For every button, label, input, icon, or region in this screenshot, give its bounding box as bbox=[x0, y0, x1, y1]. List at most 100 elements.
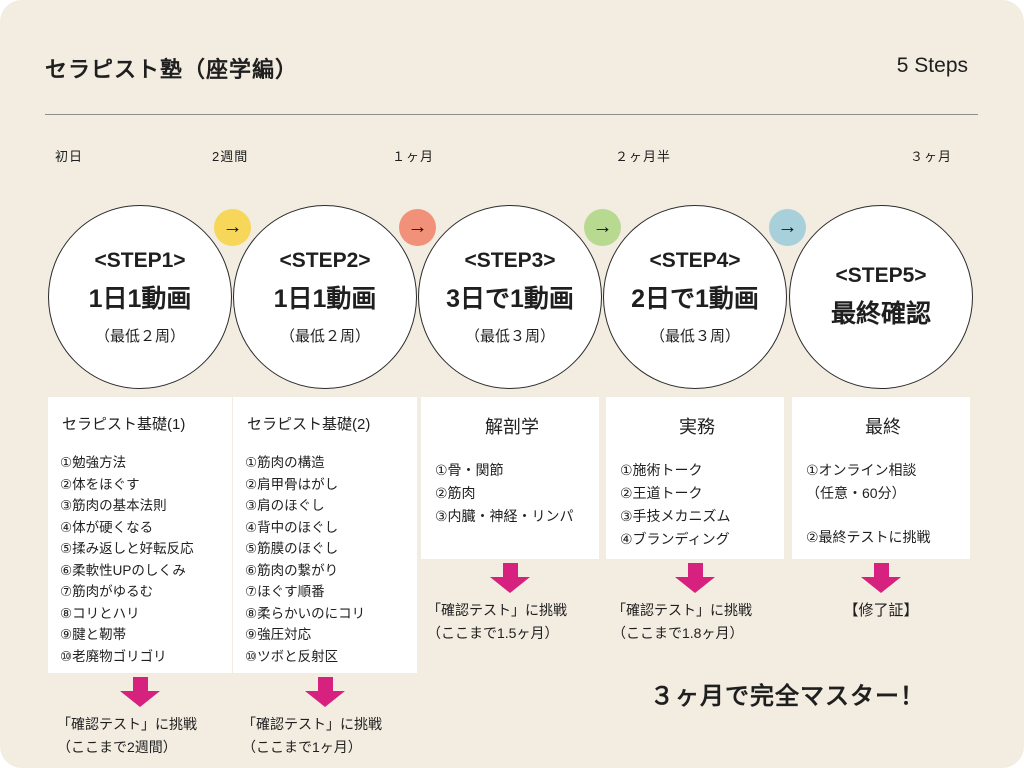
list-item: ①筋肉の構造 bbox=[245, 455, 325, 470]
list-item bbox=[806, 505, 960, 526]
step-note: （最低２周） bbox=[94, 327, 185, 345]
footer-message: ３ヶ月で完全マスター！ bbox=[650, 683, 925, 710]
arrow-glyph: → bbox=[592, 216, 613, 238]
challenge-line: （ここまで1ヶ月） bbox=[242, 739, 362, 755]
box-item-list: ①骨・関節 ②筋肉 ③内臓・神経・リンパ bbox=[433, 459, 589, 528]
steps-count-label: 5 Steps bbox=[896, 54, 968, 77]
step-column-3: <STEP3> 3日で1動画 （最低３周） 解剖学 ①骨・関節 ②筋肉 ③内臓・神経… bbox=[417, 205, 603, 645]
list-item: ②筋肉 bbox=[435, 485, 476, 501]
challenge-text: 「確認テスト」に挑戦 （ここまで1.5ヶ月） bbox=[417, 599, 603, 645]
list-item: ①オンライン相談 bbox=[806, 462, 917, 478]
arrow-glyph: → bbox=[222, 216, 243, 238]
step1-circle: <STEP1> 1日1動画 （最低２周） bbox=[48, 205, 232, 389]
timeline-label-day1: 初日 bbox=[55, 149, 84, 164]
list-item: ⑤揉み返しと好転反応 bbox=[60, 541, 194, 556]
list-item: ③筋肉の基本法則 bbox=[60, 498, 167, 513]
down-arrow-icon bbox=[861, 563, 901, 593]
arrow-right-icon: → bbox=[769, 209, 806, 246]
list-item: ⑦ほぐす順番 bbox=[245, 584, 325, 599]
list-item: ⑧柔らかいのにコリ bbox=[245, 605, 366, 621]
box-title: セラピスト基礎(2) bbox=[247, 416, 371, 433]
box-title: 実務 bbox=[679, 417, 715, 437]
down-arrow-icon bbox=[305, 677, 345, 707]
down-arrow-icon bbox=[120, 677, 160, 707]
down-arrow-icon bbox=[675, 563, 715, 593]
timeline-label-2weeks: 2週間 bbox=[212, 149, 249, 164]
list-item: ①施術トーク bbox=[620, 462, 703, 478]
box-title: セラピスト基礎(1) bbox=[62, 416, 186, 433]
step3-content-box: 解剖学 ①骨・関節 ②筋肉 ③内臓・神経・リンパ bbox=[421, 397, 599, 559]
challenge-text: 「確認テスト」に挑戦 （ここまで1.8ヶ月） bbox=[602, 599, 788, 645]
timeline-label-1month: １ヶ月 bbox=[392, 149, 435, 164]
list-item: ①勉強方法 bbox=[60, 455, 127, 470]
list-item: ⑥筋肉の繋がり bbox=[245, 562, 339, 578]
challenge-line: 【修了証】 bbox=[843, 602, 919, 619]
down-arrow-icon bbox=[490, 563, 530, 593]
step1-content-box: セラピスト基礎(1) ①勉強方法 ②体をほぐす ③筋肉の基本法則 ④体が硬くなる ⑤揉み… bbox=[48, 397, 232, 673]
list-item: （任意・60分） bbox=[806, 485, 906, 501]
step-title: 1日1動画 bbox=[88, 284, 192, 313]
step3-circle: <STEP3> 3日で1動画 （最低３周） bbox=[418, 205, 602, 389]
list-item: ⑨腱と靭帯 bbox=[60, 627, 127, 642]
list-item: ②最終テストに挑戦 bbox=[806, 529, 931, 545]
step-title: 最終確認 bbox=[830, 300, 931, 328]
list-item: ⑥柔軟性UPのしくみ bbox=[60, 562, 186, 578]
list-item: ⑩老廃物ゴリゴリ bbox=[60, 648, 167, 664]
list-item: ③手技メカニズム bbox=[620, 508, 731, 524]
step-note: （最低３周） bbox=[464, 327, 555, 345]
list-item: ③内臓・神経・リンパ bbox=[435, 508, 574, 524]
challenge-line: 「確認テスト」に挑戦 bbox=[242, 716, 382, 732]
step-column-1: <STEP1> 1日1動画 （最低２周） セラピスト基礎(1) ①勉強方法 ②体を… bbox=[47, 205, 233, 759]
step-column-5: <STEP5> 最終確認 最終 ①オンライン相談 （任意・60分） ②最終テストに挑… bbox=[788, 205, 974, 622]
arrow-glyph: → bbox=[407, 216, 428, 238]
step-column-4: <STEP4> 2日で1動画 （最低３周） 実務 ①施術トーク ②王道トーク ③手技… bbox=[602, 205, 788, 645]
step-title: 2日で1動画 bbox=[631, 284, 759, 313]
challenge-line: （ここまで1.5ヶ月） bbox=[427, 625, 559, 641]
list-item: ①骨・関節 bbox=[435, 462, 504, 478]
list-item: ⑤筋膜のほぐし bbox=[245, 541, 339, 556]
challenge-line: （ここまで2週間） bbox=[57, 739, 177, 755]
arrow-right-icon: → bbox=[399, 209, 436, 246]
challenge-text: 「確認テスト」に挑戦 （ここまで2週間） bbox=[47, 713, 233, 759]
step-title: 1日1動画 bbox=[273, 284, 377, 313]
timeline-label-2-5month: ２ヶ月半 bbox=[615, 149, 672, 164]
step-tag: <STEP4> bbox=[649, 248, 741, 272]
timeline-label-3months: ３ヶ月 bbox=[910, 149, 953, 164]
list-item: ②肩甲骨はがし bbox=[245, 476, 339, 492]
list-item: ⑨強圧対応 bbox=[245, 627, 312, 642]
box-title: 解剖学 bbox=[485, 417, 539, 437]
list-item: ②体をほぐす bbox=[60, 476, 140, 492]
arrow-glyph: → bbox=[777, 216, 798, 238]
step-tag: <STEP2> bbox=[279, 248, 371, 272]
challenge-line: （ここまで1.8ヶ月） bbox=[612, 625, 744, 641]
arrow-right-icon: → bbox=[584, 209, 621, 246]
step-tag: <STEP1> bbox=[94, 248, 186, 272]
step-tag: <STEP3> bbox=[464, 248, 556, 272]
step5-circle: <STEP5> 最終確認 bbox=[789, 205, 973, 389]
challenge-text: 「確認テスト」に挑戦 （ここまで1ヶ月） bbox=[232, 713, 418, 759]
box-item-list: ①オンライン相談 （任意・60分） ②最終テストに挑戦 bbox=[804, 459, 960, 549]
step-note: （最低２周） bbox=[279, 327, 370, 345]
step-column-2: <STEP2> 1日1動画 （最低２周） セラピスト基礎(2) ①筋肉の構造 ②肩… bbox=[232, 205, 418, 759]
step-tag: <STEP5> bbox=[835, 264, 927, 287]
step2-circle: <STEP2> 1日1動画 （最低２周） bbox=[233, 205, 417, 389]
list-item: ⑦筋肉がゆるむ bbox=[60, 584, 154, 599]
arrow-right-icon: → bbox=[214, 209, 251, 246]
box-item-list: ①勉強方法 ②体をほぐす ③筋肉の基本法則 ④体が硬くなる ⑤揉み返しと好転反応 ⑥柔軟性… bbox=[60, 452, 222, 667]
step4-circle: <STEP4> 2日で1動画 （最低３周） bbox=[603, 205, 787, 389]
list-item: ④体が硬くなる bbox=[60, 519, 154, 535]
step-note: （最低３周） bbox=[649, 327, 740, 345]
step-title: 3日で1動画 bbox=[446, 284, 574, 313]
list-item: ④背中のほぐし bbox=[245, 519, 339, 535]
list-item: ⑧コリとハリ bbox=[60, 605, 140, 621]
list-item: ⑩ツボと反射区 bbox=[245, 648, 339, 664]
list-item: ②王道トーク bbox=[620, 485, 703, 501]
step5-content-box: 最終 ①オンライン相談 （任意・60分） ②最終テストに挑戦 bbox=[792, 397, 970, 559]
header-divider bbox=[45, 114, 978, 115]
box-title: 最終 bbox=[865, 417, 901, 437]
